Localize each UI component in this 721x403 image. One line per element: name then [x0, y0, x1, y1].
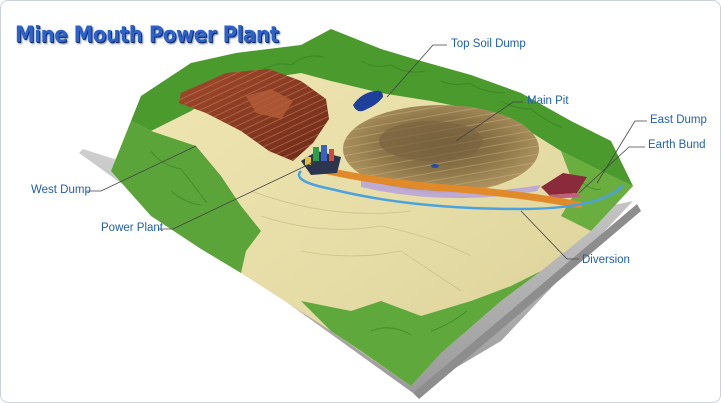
power-plant [301, 145, 341, 175]
hills-east [561, 151, 633, 231]
hills-west [111, 121, 261, 273]
haul-road [315, 165, 583, 209]
diversion-channel [297, 170, 624, 211]
page-title: Mine Mouth Power Plant [15, 23, 279, 48]
label-power-plant: Power Plant [101, 222, 164, 234]
label-main-pit: Main Pit [527, 95, 569, 107]
base-shadow-side [413, 204, 641, 399]
west-dump [179, 69, 329, 161]
hills-south [301, 271, 541, 386]
ridge-texture [150, 55, 602, 336]
label-diversion: Diversion [582, 254, 630, 266]
east-dump [541, 173, 587, 195]
main-pit [343, 105, 541, 199]
drainage-lines [250, 190, 472, 292]
hills-north [131, 29, 633, 186]
label-top-soil-dump: Top Soil Dump [451, 38, 526, 50]
label-earth-bund: Earth Bund [648, 139, 706, 151]
label-west-dump: West Dump [31, 184, 91, 196]
label-east-dump: East Dump [650, 114, 707, 126]
top-soil-dump [353, 90, 383, 112]
leader-lines [87, 44, 647, 260]
